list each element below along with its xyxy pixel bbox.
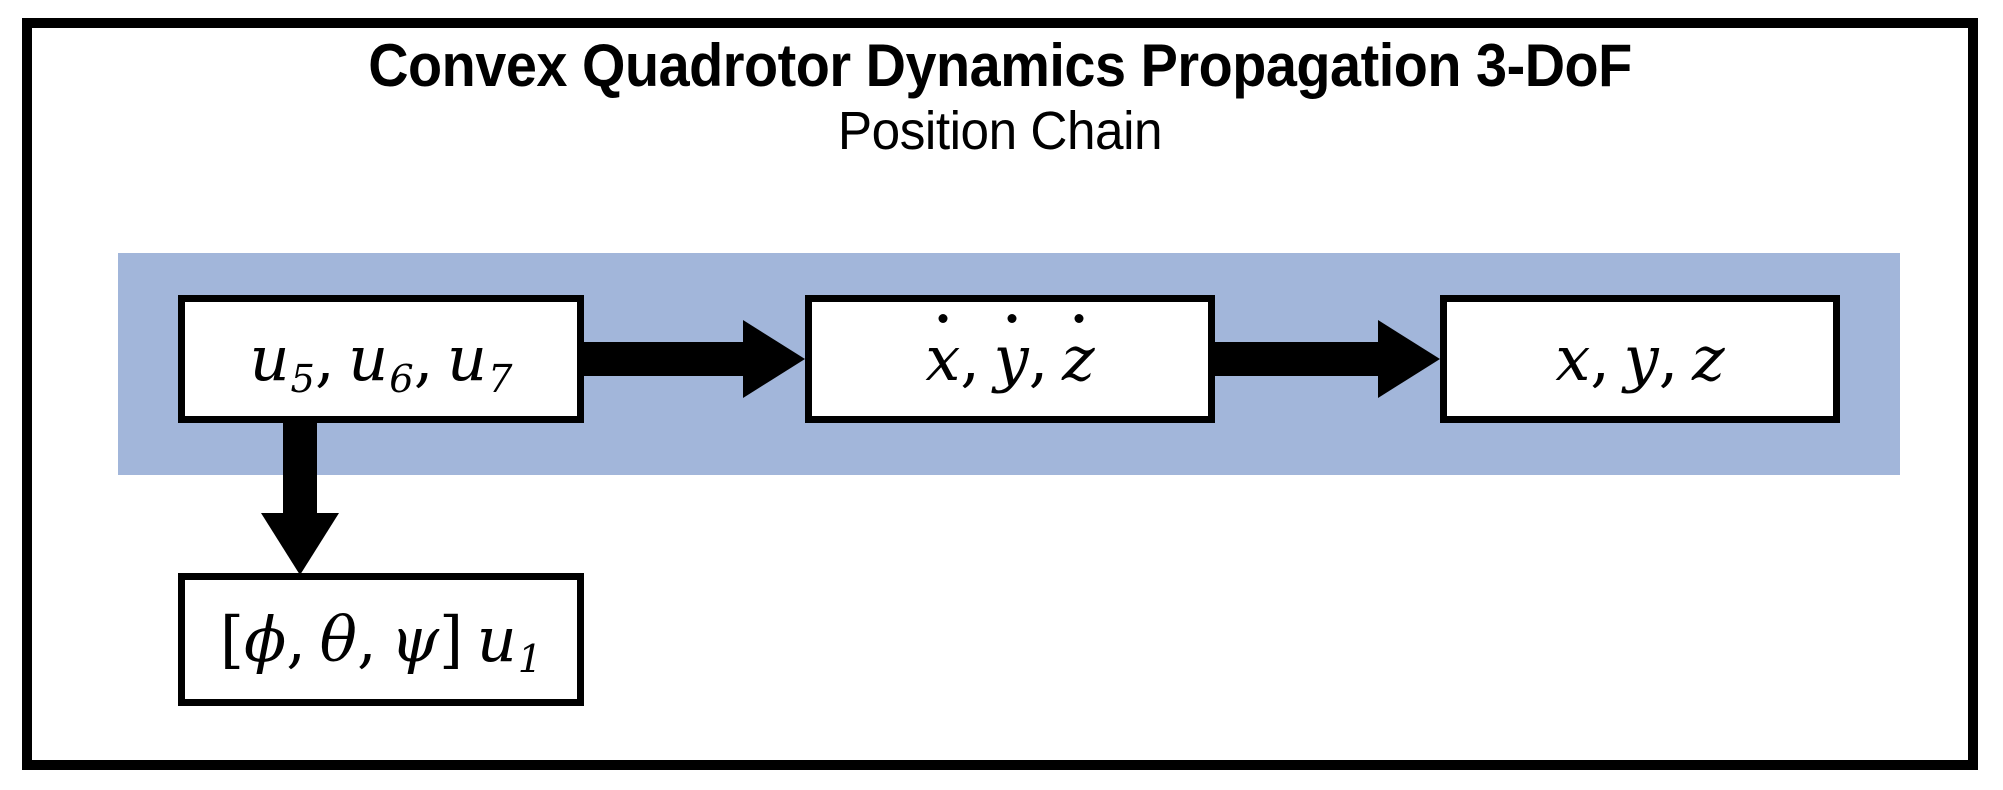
arrow-shaft: [1215, 342, 1382, 376]
node-position-var-y: y: [1623, 322, 1659, 395]
node-velocity[interactable]: x,y,z: [805, 295, 1215, 423]
arrow-head-icon: [261, 513, 339, 575]
node-controls-var-2: u6: [348, 322, 414, 402]
node-velocity-var-z: z: [1062, 322, 1095, 395]
node-attitude-angle-theta: θ: [319, 602, 357, 676]
node-attitude-trailing-u1: u1: [476, 602, 543, 683]
node-attitude-bracket-open: [: [219, 602, 245, 676]
node-controls-label: u5,u6,u7: [249, 322, 513, 402]
node-attitude-angle-psi: ψ: [390, 602, 439, 676]
node-attitude-label: [ϕ,θ,ψ]u1: [219, 602, 543, 683]
node-position[interactable]: x,y,z: [1440, 295, 1840, 423]
node-position-var-z: z: [1692, 322, 1725, 395]
node-position-var-x: x: [1555, 322, 1591, 395]
arrow-head-icon: [743, 320, 805, 398]
node-attitude-angle-phi: ϕ: [244, 602, 287, 676]
node-velocity-var-x: x: [925, 322, 961, 395]
node-attitude-bracket-close: ]: [438, 602, 464, 676]
node-position-label: x,y,z: [1555, 322, 1725, 395]
node-controls[interactable]: u5,u6,u7: [178, 295, 584, 423]
node-controls-var-3: u7: [447, 322, 513, 402]
arrow-shaft: [283, 420, 317, 517]
arrow-shaft: [584, 342, 747, 376]
arrow-head-icon: [1378, 320, 1440, 398]
node-velocity-label: x,y,z: [925, 322, 1095, 395]
node-velocity-var-y: y: [993, 322, 1029, 395]
node-attitude[interactable]: [ϕ,θ,ψ]u1: [178, 573, 584, 706]
node-controls-var-1: u5: [249, 322, 315, 402]
